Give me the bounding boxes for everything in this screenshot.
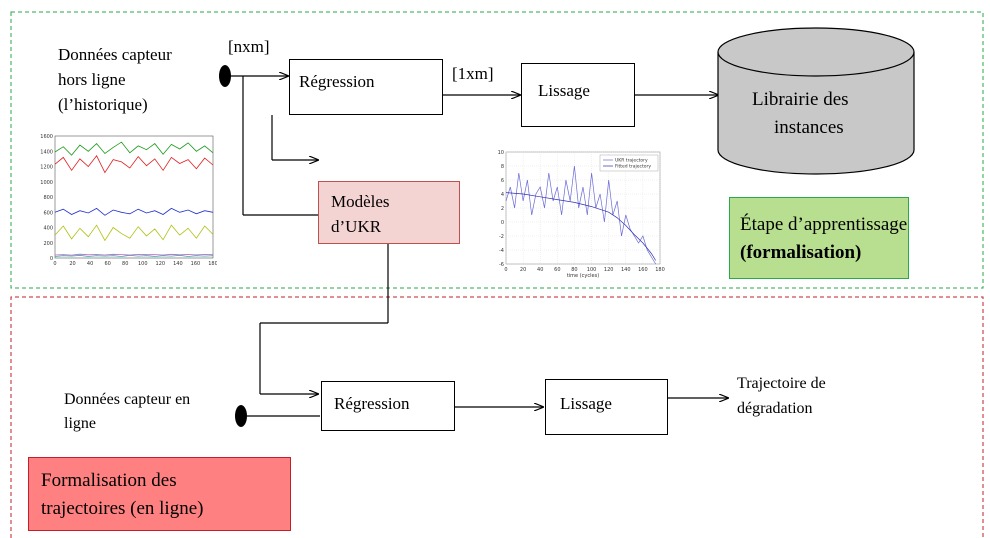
chart1-y-tick-label: 600 bbox=[43, 210, 53, 216]
chart1-x-tick-label: 140 bbox=[173, 261, 183, 267]
chart1-plot-area bbox=[54, 135, 214, 259]
learning-stage-label: Étape d’apprentissage (formalisation) bbox=[729, 197, 909, 279]
chart2-legend-box bbox=[599, 154, 659, 172]
library-label-line1: Librairie des bbox=[752, 89, 849, 110]
chart1-series-line bbox=[54, 155, 214, 174]
chart2-legend-label: UKR trajectory bbox=[615, 158, 648, 164]
chart2-x-tick-label: 160 bbox=[638, 267, 648, 273]
chart1-x-tick-label: 60 bbox=[104, 261, 110, 267]
chart2-y-tick-label: 6 bbox=[501, 178, 504, 184]
dim-nxm-label: [nxm] bbox=[228, 37, 270, 56]
chart2-legend-label: Fitted trajectory bbox=[615, 164, 651, 170]
chart2-x-axis-label: time (cycles) bbox=[567, 273, 599, 278]
chart1-series-line bbox=[54, 207, 214, 216]
output-label-line2: dégradation bbox=[737, 400, 813, 417]
chart1-x-tick-label: 80 bbox=[122, 261, 128, 267]
chart1-y-tick-label: 1400 bbox=[40, 149, 53, 155]
online-stage-label: Formalisation des trajectoires (en ligne… bbox=[28, 457, 291, 531]
output-label: Trajectoire de dégradation bbox=[737, 371, 826, 421]
chart2-y-tick-label: -2 bbox=[499, 234, 504, 240]
online-regression-box: Régression bbox=[321, 381, 455, 431]
dim-1xm-label: [1xm] bbox=[452, 64, 494, 83]
chart2-x-tick-label: 60 bbox=[554, 267, 560, 273]
chart2-y-tick-label: 8 bbox=[501, 164, 504, 170]
chart1-x-tick-label: 120 bbox=[156, 261, 166, 267]
learning-stage-line2: (formalisation) bbox=[740, 242, 862, 263]
online-stage-line1: Formalisation des bbox=[41, 470, 177, 491]
library-cylinder bbox=[717, 27, 915, 175]
offline-smoothing-label: Lissage bbox=[538, 81, 590, 100]
chart2-y-tick-label: -4 bbox=[499, 248, 504, 254]
chart1-y-tick-label: 800 bbox=[43, 195, 53, 201]
chart2-x-tick-label: 140 bbox=[621, 267, 631, 273]
chart1-y-tick-label: 200 bbox=[43, 241, 53, 247]
online-smoothing-box: Lissage bbox=[545, 379, 668, 435]
chart1-y-tick-label: 1200 bbox=[40, 165, 53, 171]
offline-input-label: Données capteur hors ligne (l’historique… bbox=[58, 42, 172, 117]
offline-input-dot bbox=[219, 65, 231, 87]
chart2-y-tick-label: -6 bbox=[499, 262, 504, 268]
offline-smoothing-box: Lissage bbox=[521, 63, 635, 127]
chart1-series-line bbox=[54, 253, 214, 256]
chart1-y-tick-label: 1600 bbox=[40, 134, 53, 140]
online-input-dot bbox=[235, 405, 247, 427]
chart2-y-tick-label: 10 bbox=[498, 150, 504, 156]
chart2-x-tick-label: 120 bbox=[604, 267, 614, 273]
ukr-models-box: Modèles d’UKR bbox=[318, 181, 460, 244]
online-stage-line2: trajectoires (en ligne) bbox=[41, 498, 204, 519]
offline-input-label-line3: (l’historique) bbox=[58, 95, 148, 114]
ukr-label-line2: d’UKR bbox=[331, 217, 382, 236]
chart1-x-tick-label: 100 bbox=[138, 261, 148, 267]
chart1-y-tick-label: 0 bbox=[50, 256, 53, 262]
chart1-series-line bbox=[54, 254, 214, 257]
learning-region-border bbox=[10, 11, 984, 289]
chart2-x-tick-label: 100 bbox=[587, 267, 597, 273]
online-regression-label: Régression bbox=[334, 394, 410, 413]
output-label-line1: Trajectoire de bbox=[737, 375, 826, 392]
chart2-x-tick-label: 80 bbox=[571, 267, 577, 273]
chart1-x-tick-label: 40 bbox=[87, 261, 93, 267]
chart1-y-tick-label: 1000 bbox=[40, 180, 53, 186]
chart1-x-tick-label: 0 bbox=[53, 261, 56, 267]
online-input-label: Données capteur en ligne bbox=[64, 388, 190, 436]
chart1-x-tick-label: 180 bbox=[208, 261, 217, 267]
chart1-y-tick-label: 400 bbox=[43, 226, 53, 232]
online-input-label-line2: ligne bbox=[64, 415, 96, 432]
online-region-border bbox=[10, 296, 984, 538]
library-label: Librairie des instances bbox=[752, 86, 849, 142]
library-label-line2: instances bbox=[774, 117, 844, 138]
chart2-x-tick-label: 180 bbox=[655, 267, 665, 273]
ukr-label-line1: Modèles bbox=[331, 192, 390, 211]
chart2-series-line bbox=[505, 165, 656, 265]
chart1-series-line bbox=[54, 141, 214, 156]
chart2-y-tick-label: 0 bbox=[501, 220, 504, 226]
chart1-x-tick-label: 20 bbox=[69, 261, 75, 267]
chart1-x-tick-label: 160 bbox=[191, 261, 201, 267]
online-input-label-line1: Données capteur en bbox=[64, 391, 191, 408]
sensor-history-chart: 0 200 400 600 800 1000 1200 1400 1600 0 20 40 60 80 10… bbox=[39, 132, 217, 272]
chart1-series-line bbox=[54, 224, 214, 242]
chart2-series-line bbox=[505, 192, 656, 261]
chart2-y-tick-label: 4 bbox=[501, 192, 504, 198]
chart2-x-tick-label: 40 bbox=[537, 267, 543, 273]
chart2-x-tick-label: 0 bbox=[504, 267, 507, 273]
offline-regression-box: Régression bbox=[289, 59, 443, 115]
chart2-x-tick-label: 20 bbox=[520, 267, 526, 273]
learning-stage-line1: Étape d’apprentissage bbox=[740, 214, 908, 235]
online-smoothing-label: Lissage bbox=[560, 394, 612, 413]
offline-input-label-line2: hors ligne bbox=[58, 70, 126, 89]
offline-regression-label: Régression bbox=[299, 72, 375, 91]
chart2-y-tick-label: 2 bbox=[501, 206, 504, 212]
offline-input-label-line1: Données capteur bbox=[58, 45, 172, 64]
